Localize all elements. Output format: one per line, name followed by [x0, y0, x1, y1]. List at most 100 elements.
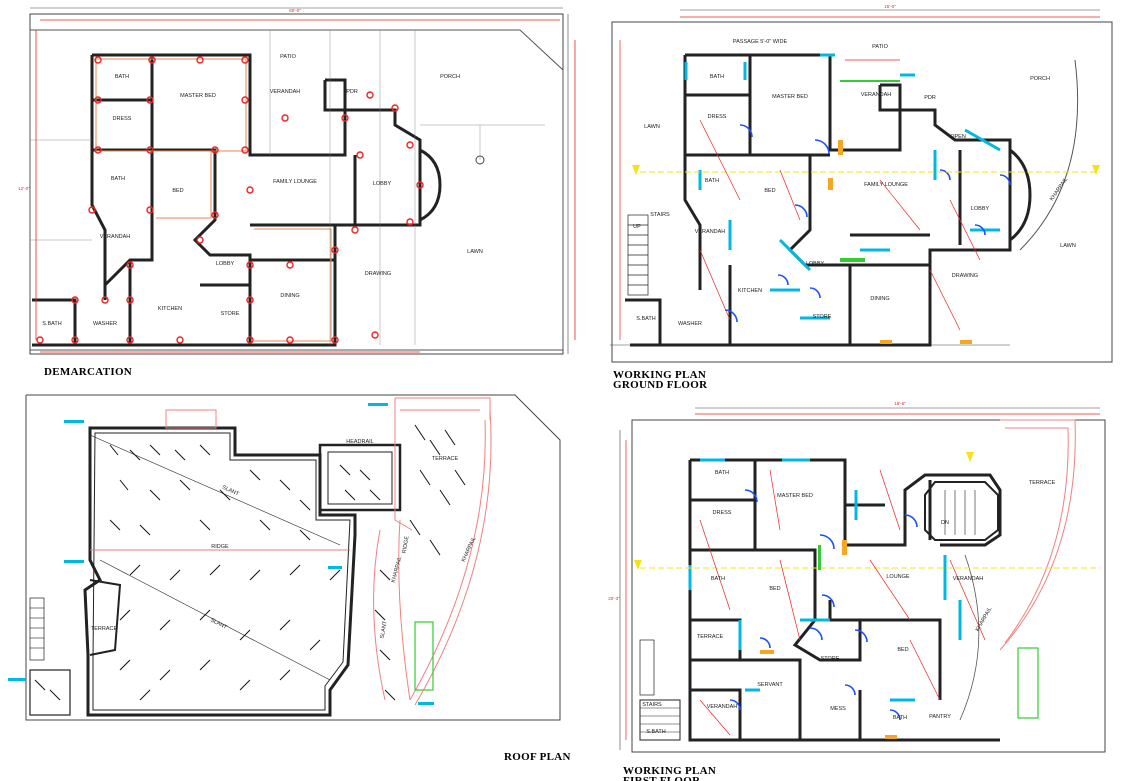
roof-slope-arrows: [34, 424, 466, 701]
first-room-dn: DN: [941, 520, 949, 526]
ground-room-lawn2: LAWN: [1060, 243, 1076, 249]
first-room-servant: SERVANT: [757, 682, 783, 688]
demarcation-room-lobby: LOBBY: [373, 181, 392, 187]
ground-room-dining: DINING: [870, 296, 889, 302]
roof-plan-title: ROOF PLAN: [504, 751, 571, 763]
ground-room-kharpail: KHARPAIL: [1049, 177, 1069, 202]
first-floor-panel: BATH MASTER BED TERRACE DRESS BATH LOUNG…: [608, 401, 1106, 753]
first-room-stairs: STAIRS: [642, 702, 662, 708]
demarcation-room-lobby2: LOBBY: [216, 261, 235, 267]
demarcation-title: DEMARCATION: [44, 366, 133, 378]
demarcation-room-porch: PORCH: [440, 74, 460, 80]
demarcation-room-washer: WASHER: [93, 321, 117, 327]
first-walls: [688, 458, 1002, 742]
first-room-bed2: BED: [897, 647, 908, 653]
ground-room-master-bed: MASTER BED: [772, 94, 808, 100]
demarcation-columns: [36, 56, 424, 344]
roof-label-slant: SLANT: [221, 485, 240, 498]
first-dim-top: 18'-6": [894, 401, 906, 406]
roof-panel: HEADRAIL TERRACE SLANT RIDGE SLANT KHARP…: [8, 394, 561, 721]
ground-room-s-bath: S.BATH: [636, 316, 655, 322]
ground-room-patio: PATIO: [872, 44, 888, 50]
first-room-terrace: TERRACE: [1029, 480, 1056, 486]
first-room-dress: DRESS: [713, 510, 732, 516]
ground-room-lobby2: LOBBY: [806, 261, 825, 267]
demarcation-room-verandah: VERANDAH: [270, 89, 301, 95]
ground-walls: [625, 53, 1012, 347]
demarcation-room-store: STORE: [221, 311, 240, 317]
demarcation-room-drawing: DRAWING: [365, 271, 391, 277]
ground-room-verandah2: VERANDAH: [695, 229, 726, 235]
first-room-store: STORE: [821, 656, 840, 662]
first-room-lounge: LOUNGE: [886, 574, 910, 580]
ground-room-bath2: BATH: [705, 178, 719, 184]
roof-label-kharpail2: KHARPAIL: [391, 556, 404, 583]
first-room-mess: MESS: [830, 706, 846, 712]
demarcation-room-dress: DRESS: [113, 116, 132, 122]
first-room-bath3: BATH: [893, 715, 907, 721]
demarcation-room-verandah2: VERANDAH: [100, 234, 131, 240]
first-room-bath: BATH: [715, 470, 729, 476]
ground-room-passage: PASSAGE 5'-0" WIDE: [733, 39, 788, 45]
demarcation-room-dining: DINING: [280, 293, 299, 299]
ground-room-up: UP: [633, 224, 641, 230]
ground-room-store: STORE: [813, 314, 832, 320]
roof-label-ridge2: RIDGE: [402, 535, 411, 554]
demarcation-room-bed: BED: [172, 188, 183, 194]
ground-room-family-lounge: FAMILY LOUNGE: [864, 182, 908, 188]
demarcation-room-bath: BATH: [115, 74, 129, 80]
demarcation-room-s-bath: S.BATH: [42, 321, 61, 327]
demarcation-plot-boundary: [29, 29, 564, 351]
first-room-verandah: VERANDAH: [953, 576, 984, 582]
ground-room-stairs: STAIRS: [650, 212, 670, 218]
ground-floor-title-line2: GROUND FLOOR: [613, 379, 708, 391]
roof-label-terrace: TERRACE: [432, 456, 459, 462]
first-room-terrace2: TERRACE: [697, 634, 724, 640]
ground-room-open: OPEN: [950, 134, 966, 140]
ground-room-porch: PORCH: [1030, 76, 1050, 82]
roof-frame: [25, 394, 561, 721]
demarcation-room-pdr: PDR: [346, 89, 358, 95]
ground-room-bath: BATH: [710, 74, 724, 80]
first-room-pantry: PANTRY: [929, 714, 951, 720]
ground-room-drawing: DRAWING: [952, 273, 978, 279]
demarcation-room-patio: PATIO: [280, 54, 296, 60]
ground-floor-title-line1: WORKING PLAN: [613, 369, 707, 381]
demarcation-room-family-lounge: FAMILY LOUNGE: [273, 179, 317, 185]
roof-label-ridge: RIDGE: [211, 544, 229, 550]
roof-label-slant3: SLANT: [380, 620, 389, 639]
ground-floor-panel: PASSAGE 5'-0" WIDE PATIO PORCH BATH MAST…: [610, 4, 1113, 363]
roof-main-outline: [83, 426, 357, 717]
ground-room-pdr: PDR: [924, 95, 936, 101]
ground-room-dress: DRESS: [708, 114, 727, 120]
ground-dim-top: 15'-0": [884, 4, 896, 9]
ground-room-bed: BED: [764, 188, 775, 194]
first-room-bath2: BATH: [711, 576, 725, 582]
ground-room-washer: WASHER: [678, 321, 702, 327]
roof-label-terrace2: TERRACE: [91, 626, 118, 632]
first-floor-title-line1: WORKING PLAN: [623, 765, 717, 777]
demarcation-dim-side: 12'-0": [18, 186, 30, 191]
ground-room-kitchen: KITCHEN: [738, 288, 762, 294]
ground-frame: [611, 21, 1113, 363]
first-dim-side: 20'-3": [608, 596, 620, 601]
first-room-s-bath: S.BATH: [646, 729, 665, 735]
demarcation-room-kitchen: KITCHEN: [158, 306, 182, 312]
first-frame: [631, 419, 1106, 753]
roof-label-slant2: SLANT: [209, 617, 228, 631]
first-floor-title-line2: FIRST FLOOR: [623, 776, 700, 781]
demarcation-room-lawn: LAWN: [467, 249, 483, 255]
first-room-master-bed: MASTER BED: [777, 493, 813, 499]
demarcation-room-bath2: BATH: [111, 176, 125, 182]
first-room-bed: BED: [769, 586, 780, 592]
ground-room-verandah: VERANDAH: [861, 92, 892, 98]
demarcation-panel: BATH MASTER BED PATIO PORCH VERANDAH PDR…: [18, 7, 576, 355]
demarcation-dim-top: 60'-0": [289, 8, 301, 13]
ground-room-lawn: LAWN: [644, 124, 660, 130]
roof-label-headrail: HEADRAIL: [346, 439, 374, 445]
demarcation-room-master-bed: MASTER BED: [180, 93, 216, 99]
first-room-verandah2: VERANDAH: [707, 704, 738, 710]
demarcation-walls: [32, 53, 422, 347]
ground-room-lobby: LOBBY: [971, 206, 990, 212]
